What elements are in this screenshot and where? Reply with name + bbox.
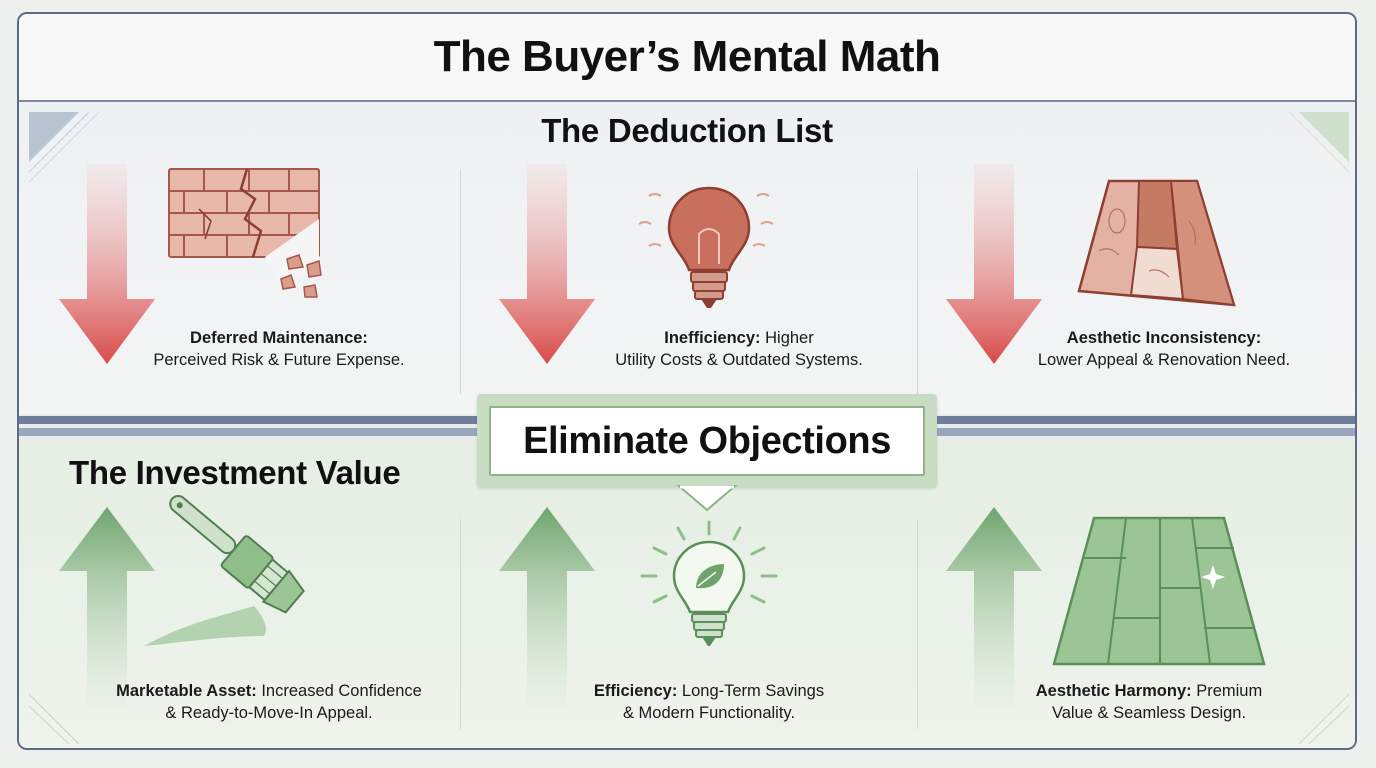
seamless-floor-icon — [1052, 516, 1266, 666]
column-divider — [917, 519, 918, 729]
aesthetic-harmony-label-rest: Premium — [1191, 682, 1263, 700]
marketable-asset-label: Marketable Asset: — [116, 682, 257, 700]
column-divider — [460, 519, 461, 729]
corner-decoration-icon — [1298, 693, 1350, 745]
aesthetic-harmony-detail: Value & Seamless Design. — [1051, 704, 1247, 722]
old-lightbulb-icon — [638, 186, 774, 308]
deferred-maintenance-label: Deferred Maintenance: — [190, 329, 368, 347]
eco-lightbulb-icon — [640, 520, 778, 646]
inefficiency-label-rest: Higher — [760, 329, 814, 347]
efficiency-label-rest: Long-Term Savings — [677, 682, 825, 700]
down-arrow-icon — [499, 164, 595, 364]
corner-decoration-icon — [28, 693, 80, 745]
deferred-maintenance-caption: Deferred Maintenance: Perceived Risk & F… — [129, 327, 429, 371]
mismatched-floor-icon — [1077, 179, 1236, 307]
efficiency-caption: Efficiency: Long-Term Savings & Modern F… — [549, 680, 869, 724]
marketable-asset-label-rest: Increased Confidence — [256, 682, 422, 700]
investment-heading: The Investment Value — [69, 454, 401, 491]
down-arrow-icon — [59, 164, 155, 364]
eliminate-objections-callout: Eliminate Objections — [477, 394, 937, 488]
corner-decoration-icon — [28, 111, 100, 183]
corner-decoration-icon — [1288, 111, 1350, 173]
marketable-asset-detail: & Ready-to-Move-In Appeal. — [165, 704, 373, 722]
aesthetic-inconsistency-caption: Aesthetic Inconsistency: Lower Appeal & … — [1009, 327, 1319, 371]
infographic-frame: The Buyer’s Mental Math The Deduction Li… — [17, 12, 1357, 750]
inefficiency-detail: Utility Costs & Outdated Systems. — [615, 351, 863, 369]
inefficiency-caption: Inefficiency: Higher Utility Costs & Out… — [579, 327, 899, 371]
main-title: The Buyer’s Mental Math — [433, 32, 941, 81]
efficiency-detail: & Modern Functionality. — [622, 704, 796, 722]
inefficiency-label: Inefficiency: — [664, 329, 761, 347]
column-divider — [460, 169, 461, 394]
up-arrow-icon — [946, 507, 1042, 707]
callout-text: Eliminate Objections — [489, 406, 925, 476]
paintbrush-icon — [144, 495, 305, 646]
up-arrow-icon — [59, 507, 155, 707]
aesthetic-harmony-label: Aesthetic Harmony: — [1035, 682, 1192, 700]
cracked-brick-wall-icon — [168, 168, 322, 298]
deferred-maintenance-detail: Perceived Risk & Future Expense. — [153, 351, 405, 369]
marketable-asset-caption: Marketable Asset: Increased Confidence &… — [79, 680, 459, 724]
column-divider — [917, 169, 918, 394]
title-band: The Buyer’s Mental Math — [19, 14, 1355, 102]
deduction-heading: The Deduction List — [541, 112, 833, 149]
down-arrow-icon — [946, 164, 1042, 364]
aesthetic-inconsistency-label: Aesthetic Inconsistency: — [1066, 329, 1262, 347]
aesthetic-harmony-caption: Aesthetic Harmony: Premium Value & Seaml… — [999, 680, 1299, 724]
callout-pointer-icon — [676, 485, 738, 512]
up-arrow-icon — [499, 507, 595, 707]
aesthetic-inconsistency-detail: Lower Appeal & Renovation Need. — [1037, 351, 1291, 369]
efficiency-label: Efficiency: — [593, 682, 678, 700]
